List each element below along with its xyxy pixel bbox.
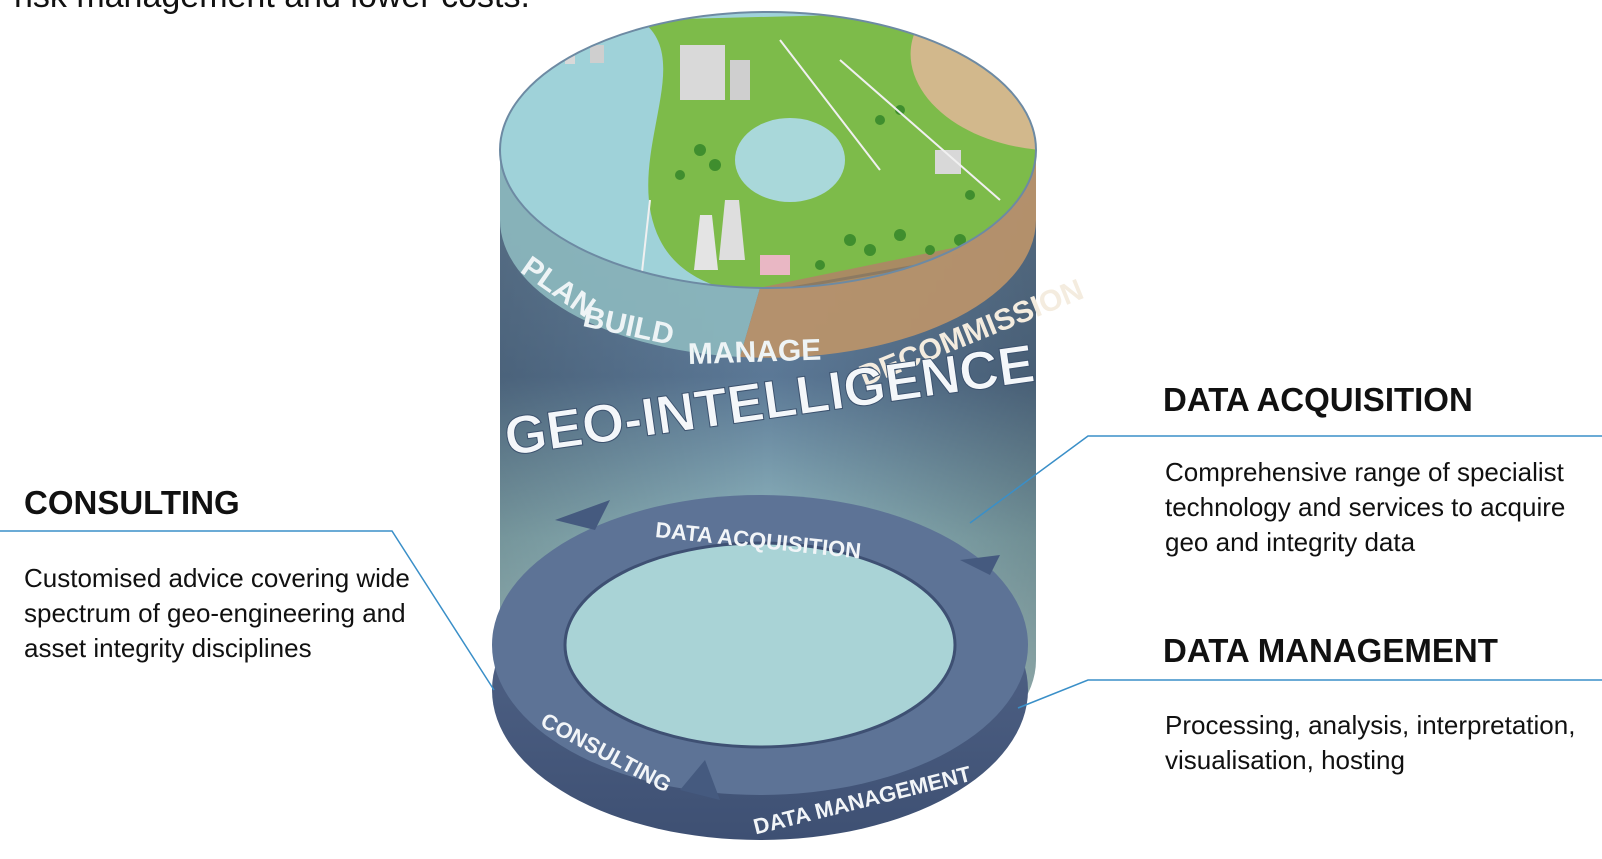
phase-label-manage: MANAGE (687, 334, 821, 372)
data-management-description: Processing, analysis, interpretation, vi… (1165, 710, 1576, 775)
leader-line-data-management (1017, 679, 1602, 709)
phase-band (500, 150, 1037, 358)
service-ring (492, 495, 1028, 840)
intro-text: risk management and lower costs. (14, 0, 530, 16)
data-management-title: DATA MANAGEMENT (1163, 632, 1498, 669)
data-acquisition-title: DATA ACQUISITION (1163, 381, 1473, 418)
leader-line-consulting (0, 530, 495, 691)
consulting-title: CONSULTING (24, 484, 240, 521)
leader-line-data-acquisition (969, 435, 1602, 524)
consulting-description: Customised advice covering wide spectrum… (24, 563, 410, 663)
leader-lines (0, 435, 1602, 709)
data-acquisition-description: Comprehensive range of specialist techno… (1165, 457, 1566, 557)
